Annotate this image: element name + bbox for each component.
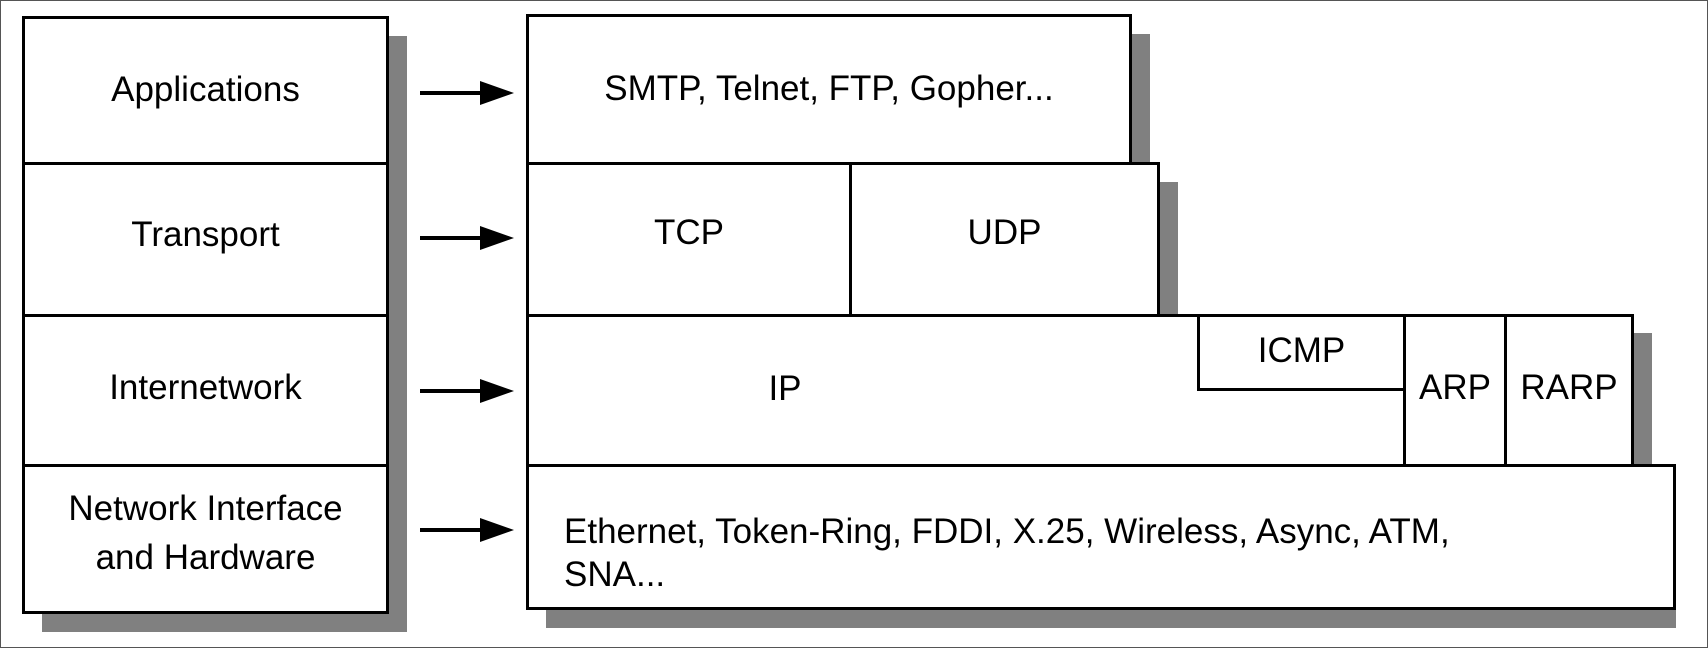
layer-applications [22, 16, 389, 165]
tcp-box [526, 162, 852, 317]
rarp-label: RARP [1520, 368, 1618, 407]
tcp-label: TCP [654, 213, 724, 252]
arp-label: ARP [1419, 368, 1491, 407]
ip-label: IP [768, 369, 802, 408]
arrow-internetwork [420, 379, 514, 403]
arp-box [1403, 314, 1507, 467]
transport-row-shadow [1160, 182, 1178, 316]
layer-applications-label: Applications [111, 70, 300, 109]
link-protocols-label-line1: Ethernet, Token-Ring, FDDI, X.25, Wirele… [564, 512, 1450, 551]
arrow-applications [420, 81, 514, 105]
layer-internetwork-label: Internetwork [109, 368, 302, 407]
arrow-transport [420, 226, 514, 250]
layer-network-interface-label-line2: and Hardware [95, 538, 316, 577]
link-protocols-box [526, 464, 1676, 610]
udp-box [849, 162, 1160, 317]
icmp-box [1197, 314, 1406, 391]
application-protocols-label: SMTP, Telnet, FTP, Gopher... [604, 69, 1054, 108]
layer-network-interface [22, 464, 389, 614]
application-row-shadow [1132, 34, 1150, 164]
internet-row-shadow [1634, 333, 1652, 465]
rarp-box [1504, 314, 1634, 467]
application-protocols-box [526, 14, 1132, 165]
icmp-label: ICMP [1257, 331, 1346, 370]
layer-transport-label: Transport [131, 215, 280, 254]
layer-internetwork [22, 314, 389, 467]
arrow-network-interface [420, 518, 514, 542]
udp-label: UDP [967, 213, 1042, 252]
layer-network-interface-label-line1: Network Interface [68, 489, 343, 528]
link-protocols-label-line2: SNA... [564, 555, 666, 594]
